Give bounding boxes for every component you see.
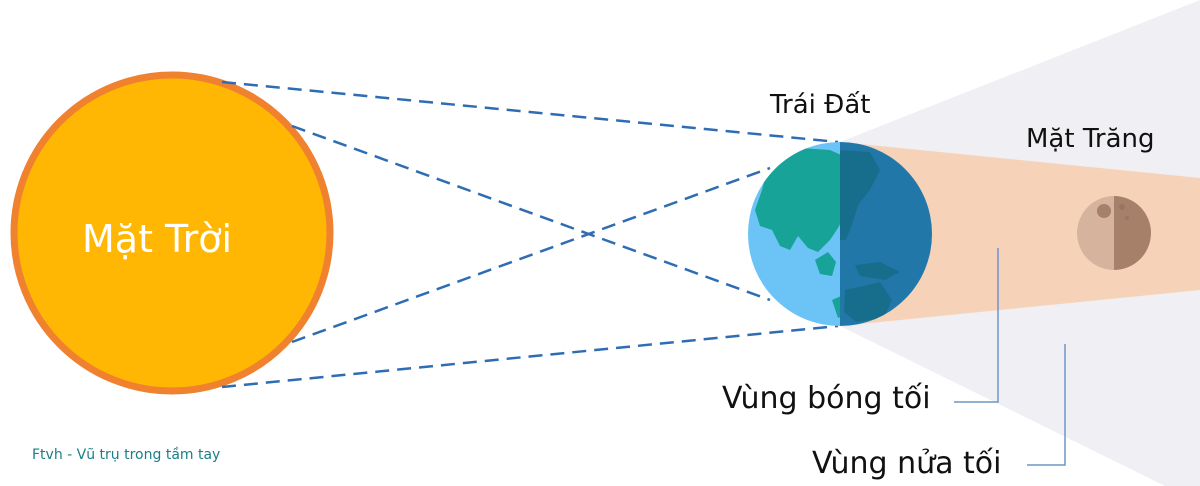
light-rays bbox=[221, 80, 839, 389]
earth-landmass-dark bbox=[840, 150, 880, 240]
earth-label: Trái Đất bbox=[770, 90, 871, 120]
penumbra-label: Vùng nửa tối bbox=[812, 446, 1002, 481]
moon bbox=[1077, 196, 1151, 270]
leader-lines bbox=[954, 248, 1066, 466]
umbra-region bbox=[840, 142, 1200, 326]
umbra-label: Vùng bóng tối bbox=[722, 381, 931, 416]
moon-label: Mặt Trăng bbox=[1026, 124, 1155, 154]
credit-text: Ftvh - Vũ trụ trong tầm tay bbox=[32, 447, 221, 463]
sun bbox=[10, 71, 334, 395]
moon-crater bbox=[1097, 204, 1111, 218]
umbra-leader-line bbox=[954, 248, 999, 403]
ray-outer-bottom bbox=[221, 324, 839, 389]
ray-cross-down bbox=[291, 124, 771, 302]
ray-cross-up bbox=[291, 166, 771, 344]
penumbra-leader-line bbox=[1027, 344, 1066, 466]
sun-label: Mặt Trời bbox=[82, 217, 233, 261]
ray-outer-top bbox=[221, 80, 839, 144]
earth-landmass-asia bbox=[755, 148, 840, 252]
